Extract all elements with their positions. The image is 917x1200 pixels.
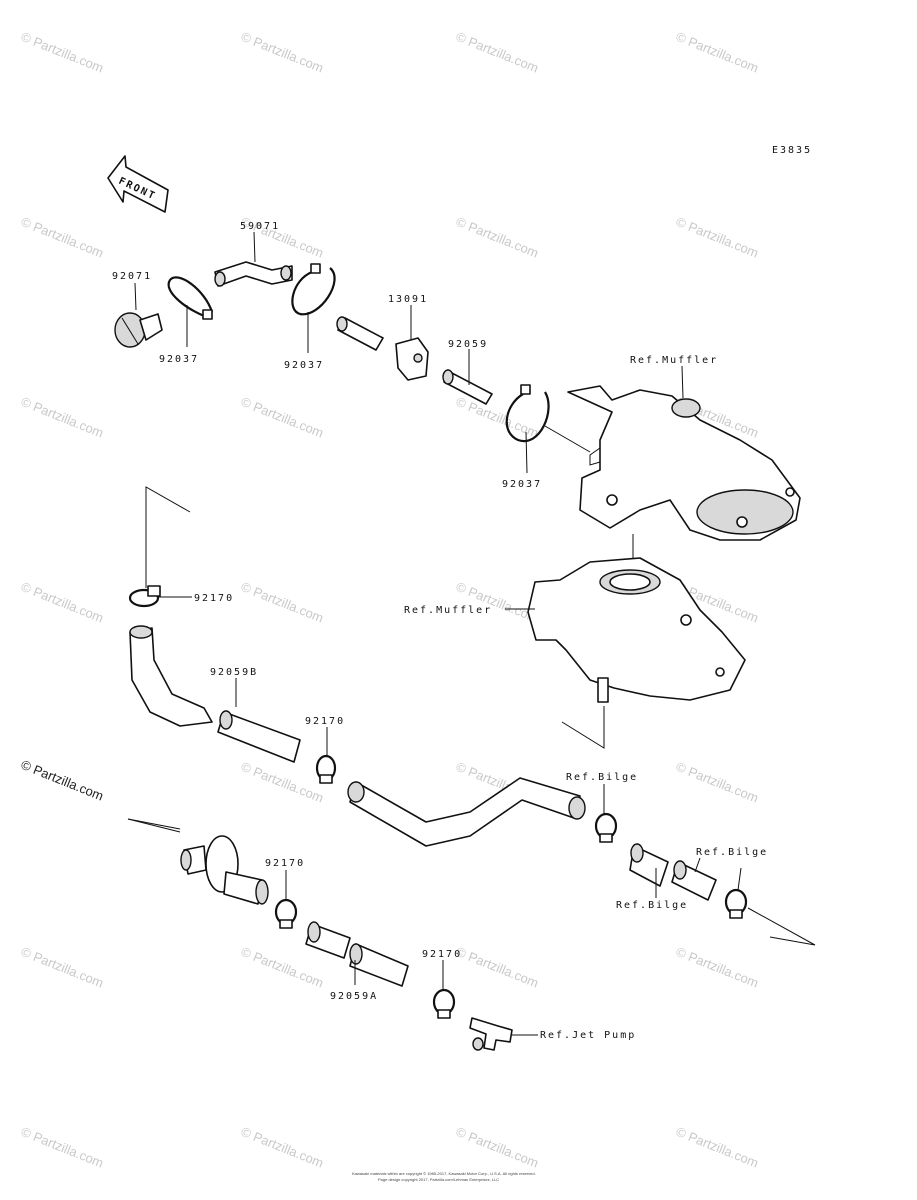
part-number-label[interactable]: 92170 — [265, 858, 305, 869]
guide-line — [561, 706, 605, 749]
watermark-text: © Partzilla.com — [239, 944, 326, 991]
flange-fitting-icon — [180, 835, 269, 905]
watermark-text: © Partzilla.com — [674, 944, 761, 991]
guide-line — [127, 818, 181, 833]
part-number-label[interactable]: 92059 — [448, 339, 488, 350]
front-arrow-icon: FRONT — [107, 155, 169, 213]
watermark-text: © Partzilla.com — [239, 759, 326, 806]
footer-design-copyright: Page design copyright 2017, Partzilla.co… — [378, 1177, 499, 1182]
bilge-hose-icon — [347, 777, 586, 847]
part-number-label[interactable]: 92170 — [194, 593, 234, 604]
hose-92059A-icon — [305, 921, 409, 987]
part-number-label[interactable]: 92059B — [210, 667, 258, 678]
ref-label[interactable]: Ref.Jet Pump — [540, 1030, 636, 1041]
watermark-text: © Partzilla.com — [454, 29, 541, 76]
watermark-text: © Partzilla.com — [239, 29, 326, 76]
part-number-label[interactable]: 92037 — [284, 360, 324, 371]
leader-line — [694, 857, 701, 873]
hose-clamp-icon — [432, 988, 456, 1019]
watermark-text: © Partzilla.com — [19, 579, 106, 626]
watermark-text: © Partzilla.com — [454, 214, 541, 261]
hose-clamp-icon — [128, 585, 161, 608]
watermark-text: © Partzilla.com — [674, 759, 761, 806]
hose-92059B-icon — [129, 625, 301, 763]
watermark-text: © Partzilla.com — [239, 579, 326, 626]
part-number-label[interactable]: 92037 — [159, 354, 199, 365]
part-number-label[interactable]: 92037 — [502, 479, 542, 490]
watermark-text-dark: © Partzilla.com — [19, 757, 106, 804]
clamp-ring-icon — [505, 384, 550, 443]
hose-clamp-icon — [274, 898, 298, 929]
watermark-text: © Partzilla.com — [454, 579, 541, 626]
diagram-code: E3835 — [772, 145, 812, 156]
leader-line — [253, 231, 256, 263]
part-number-label[interactable]: 59071 — [240, 221, 280, 232]
ref-label[interactable]: Ref.Bilge — [616, 900, 688, 911]
clamp-ring-icon — [167, 276, 214, 320]
part-labels: 59071 92071 92037 92037 13091 92059 9203… — [112, 221, 768, 1041]
ref-label[interactable]: Ref.Bilge — [696, 847, 768, 858]
hose-clamp-icon — [594, 812, 618, 843]
watermark-text: © Partzilla.com — [19, 394, 106, 441]
guide-line — [747, 907, 816, 946]
part-number-label[interactable]: 13091 — [388, 294, 428, 305]
clamp-ring-icon — [291, 263, 336, 316]
leader-line — [134, 282, 137, 311]
part-number-label[interactable]: 92071 — [112, 271, 152, 282]
watermark-text: © Partzilla.com — [454, 1124, 541, 1171]
leader-line — [525, 431, 528, 474]
footer-copyright: Kawasaki materials within are copyright … — [352, 1171, 536, 1176]
tube-92059-icon — [442, 369, 493, 405]
hose-59071-icon — [214, 261, 293, 287]
watermark-text: © Partzilla.com — [674, 29, 761, 76]
guide-line — [145, 486, 191, 588]
part-number-label[interactable]: 92059A — [330, 991, 378, 1002]
ref-label[interactable]: Ref.Bilge — [566, 772, 638, 783]
jet-pump-fitting-icon — [469, 1017, 513, 1051]
ref-label[interactable]: Ref.Muffler — [630, 355, 718, 366]
watermark-text: © Partzilla.com — [454, 394, 541, 441]
hose-clamp-icon — [315, 754, 337, 784]
bilge-pipe-icon — [629, 843, 717, 901]
leader-line — [681, 365, 684, 399]
leader-line — [737, 867, 742, 891]
watermark-text: © Partzilla.com — [239, 394, 326, 441]
watermark-text: © Partzilla.com — [674, 1124, 761, 1171]
watermark-text: © Partzilla.com — [19, 29, 106, 76]
watermark-text: © Partzilla.com — [239, 1124, 326, 1171]
cap-part-icon — [114, 312, 163, 348]
muffler-top-icon — [567, 385, 801, 541]
ref-label[interactable]: Ref.Muffler — [404, 605, 492, 616]
watermark-text: © Partzilla.com — [454, 944, 541, 991]
watermark-text: © Partzilla.com — [19, 214, 106, 261]
leader-line — [544, 425, 591, 453]
hose-clamp-icon — [724, 888, 748, 919]
tube-icon — [336, 316, 384, 351]
muffler-bottom-icon — [527, 557, 746, 703]
part-number-label[interactable]: 92170 — [305, 716, 345, 727]
watermark-text: © Partzilla.com — [19, 1124, 106, 1171]
part-number-label[interactable]: 92170 — [422, 949, 462, 960]
watermark-text: © Partzilla.com — [674, 214, 761, 261]
bracket-13091-icon — [395, 337, 429, 381]
watermark-text: © Partzilla.com — [19, 944, 106, 991]
